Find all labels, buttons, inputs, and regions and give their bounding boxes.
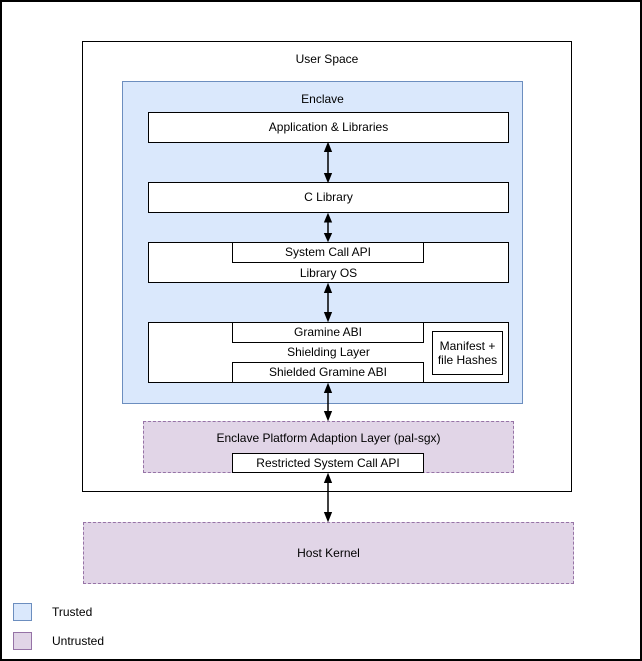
- shielded-gramine-abi-box: Shielded Gramine ABI: [232, 362, 424, 383]
- library-os-box: System Call API Library OS: [148, 242, 509, 283]
- system-call-api-box: System Call API: [232, 242, 424, 263]
- enclave-label: Enclave: [301, 92, 344, 106]
- user-space-label: User Space: [295, 52, 359, 66]
- restricted-syscall-api-box: Restricted System Call API: [232, 453, 424, 473]
- manifest-label-line1: Manifest +: [439, 338, 496, 353]
- gramine-abi-label: Gramine ABI: [293, 325, 363, 340]
- legend-untrusted-label: Untrusted: [52, 634, 105, 648]
- shielded-gramine-abi-label: Shielded Gramine ABI: [268, 365, 388, 380]
- application-libraries-label: Application & Libraries: [268, 120, 389, 135]
- manifest-label-line2: file Hashes: [437, 353, 498, 367]
- legend-untrusted-swatch: [13, 632, 32, 650]
- shielding-layer-box: Gramine ABI Shielding Layer Shielded Gra…: [148, 322, 509, 383]
- c-library-box: C Library: [148, 182, 509, 213]
- gramine-abi-box: Gramine ABI: [232, 322, 424, 343]
- pal-label: Enclave Platform Adaption Layer (pal-sgx…: [216, 431, 441, 445]
- manifest-box: Manifest + file Hashes: [432, 331, 503, 375]
- legend-trusted-label: Trusted: [52, 605, 93, 619]
- system-call-api-label: System Call API: [284, 245, 372, 260]
- host-kernel-label: Host Kernel: [297, 545, 360, 560]
- host-kernel-box: Host Kernel: [83, 522, 574, 584]
- c-library-label: C Library: [304, 190, 353, 205]
- legend-trusted-swatch: [13, 603, 32, 621]
- application-libraries-box: Application & Libraries: [148, 112, 509, 143]
- library-os-label: Library OS: [299, 266, 358, 280]
- restricted-syscall-api-label: Restricted System Call API: [256, 455, 400, 470]
- shielding-layer-label: Shielding Layer: [287, 345, 370, 359]
- pal-box: Enclave Platform Adaption Layer (pal-sgx…: [143, 421, 514, 473]
